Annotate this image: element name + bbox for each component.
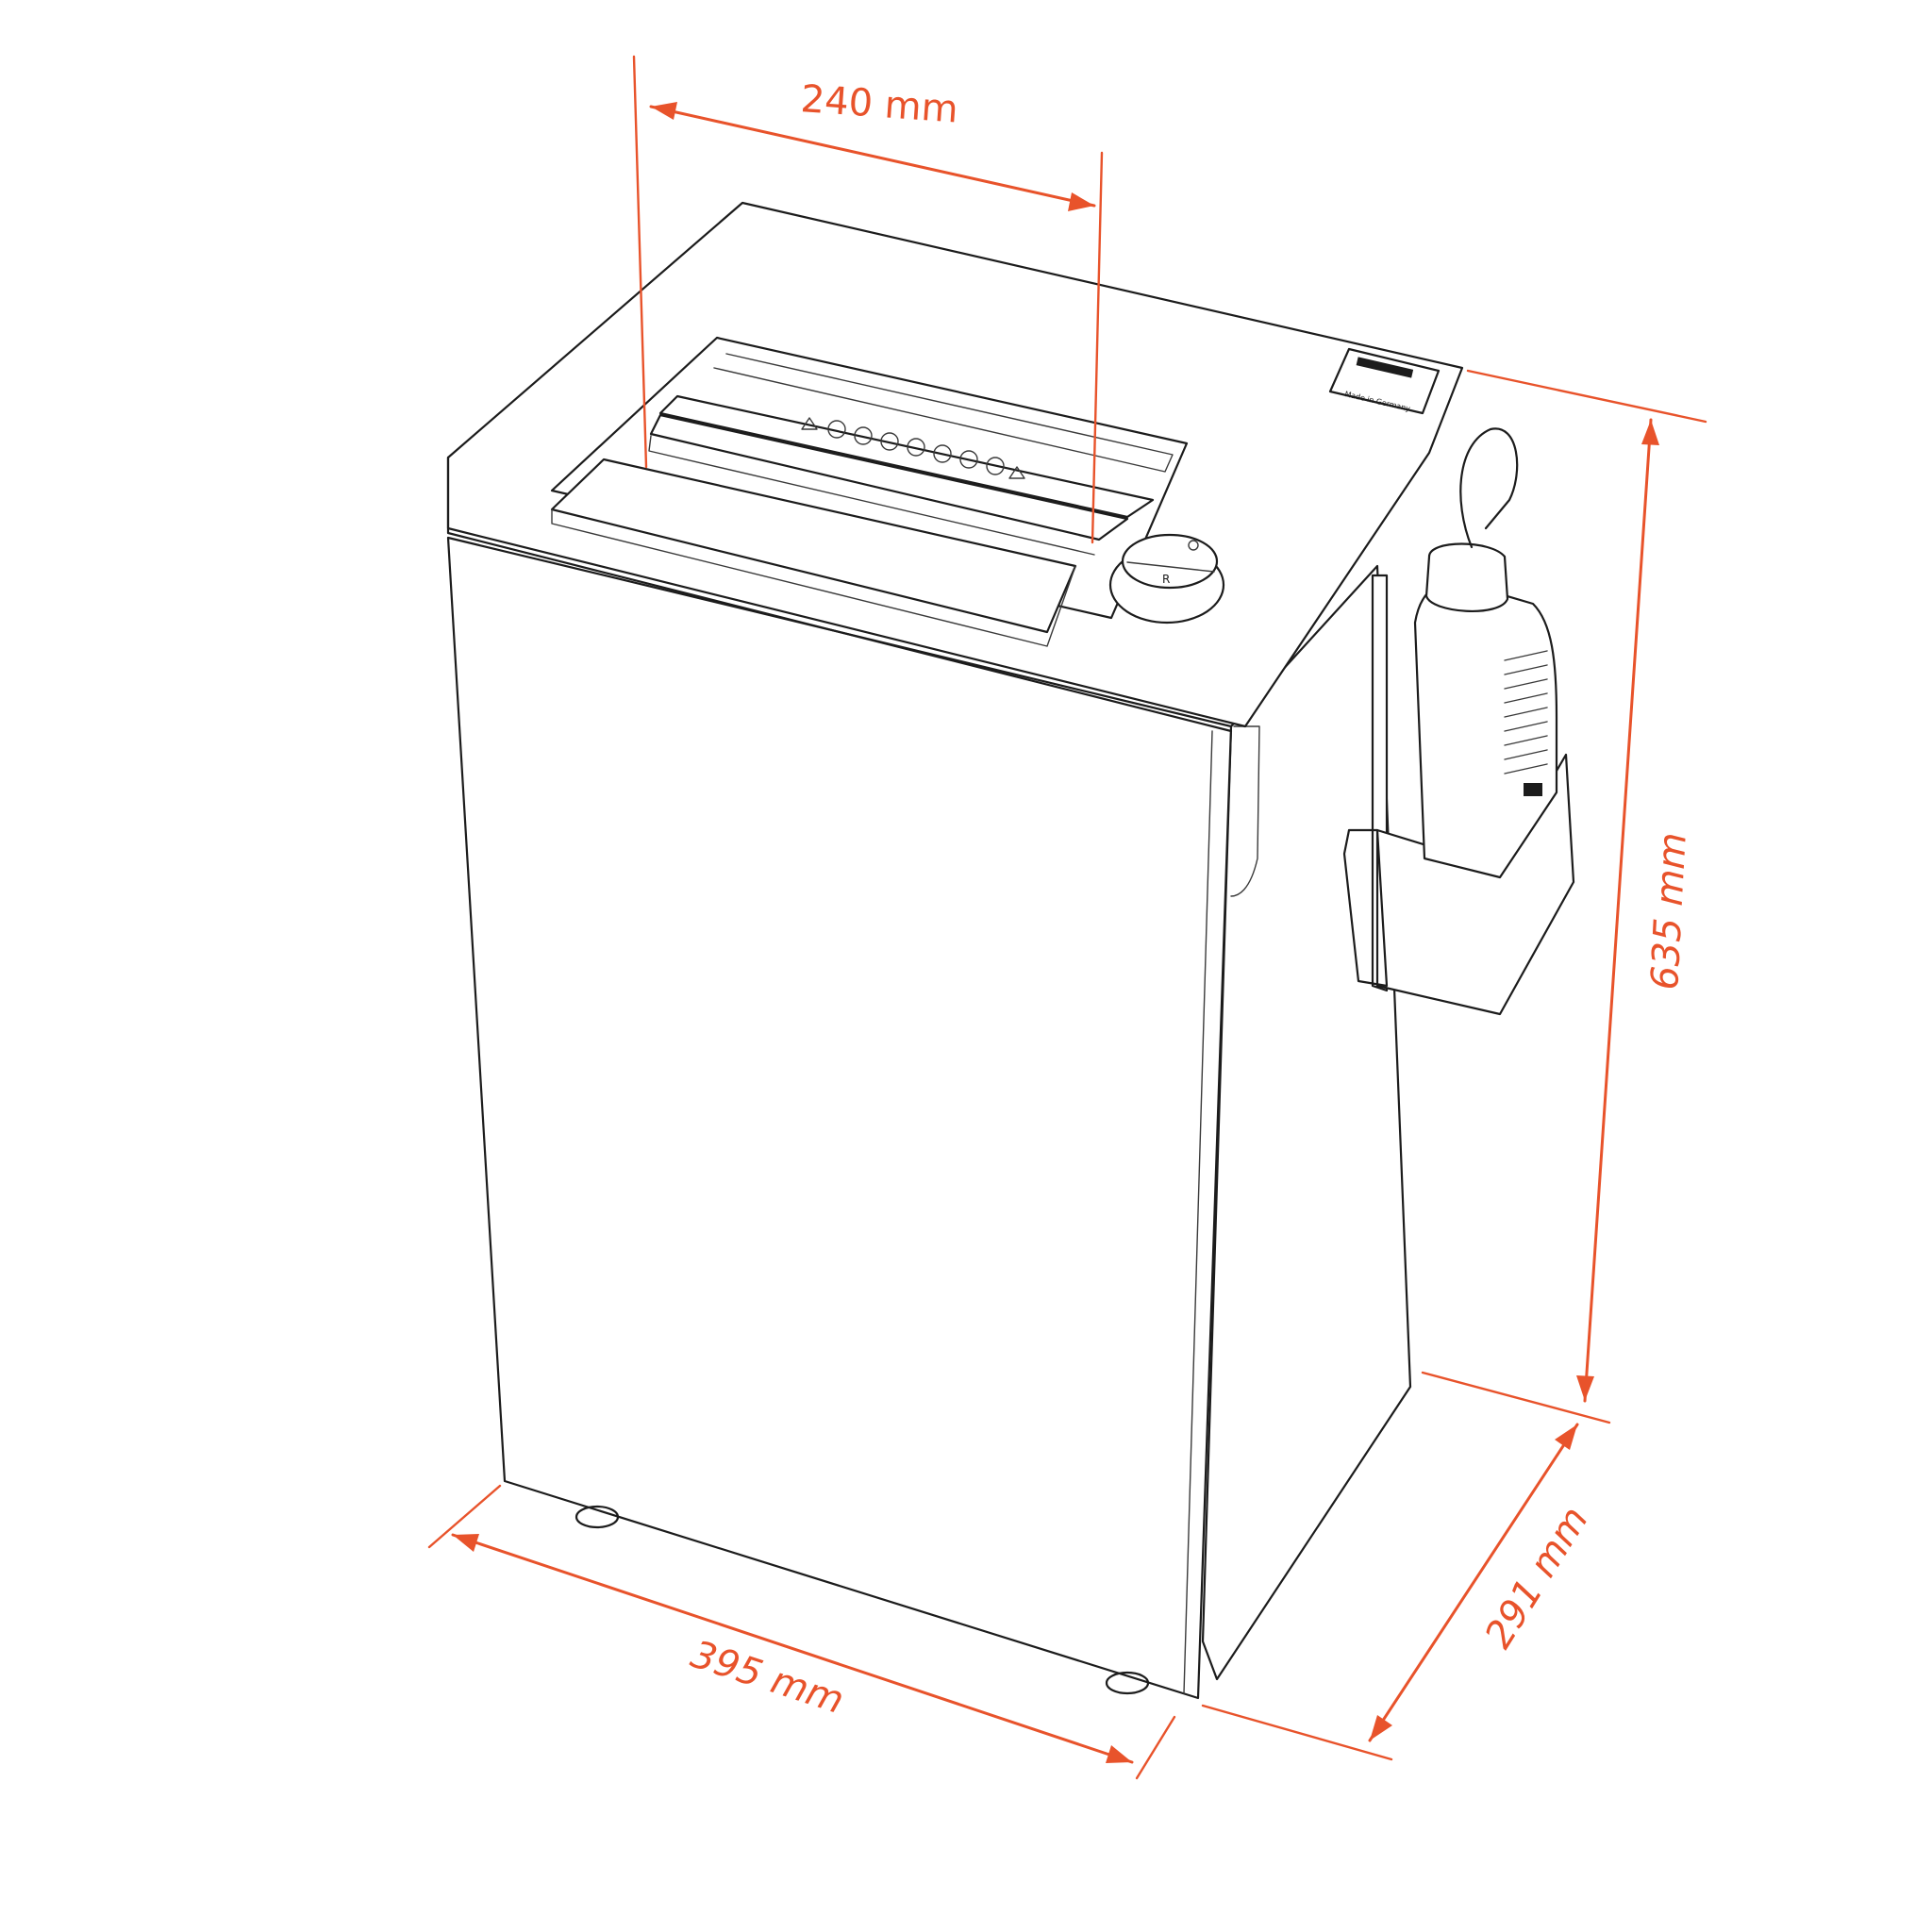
- feed-tray-edge: [551, 508, 1076, 647]
- dim-635-arrow-bottom: [1576, 1375, 1594, 1401]
- power-icon: [1188, 540, 1199, 551]
- dim-395-arrow-left: [453, 1534, 479, 1552]
- cutting-slot-lip: [649, 413, 1129, 541]
- dim-240-ext-left: [632, 55, 648, 469]
- dim-291-arrow-top: [1555, 1424, 1577, 1450]
- side-panel: [1201, 564, 1412, 1681]
- slot-line: [648, 435, 1095, 556]
- dim-291-ext: [1201, 1704, 1393, 1761]
- dim-291-line: [1368, 1423, 1579, 1742]
- no-hand-icon: [854, 426, 873, 445]
- dim-291-arrow-bottom: [1370, 1715, 1392, 1740]
- holder-hook: [1342, 828, 1389, 988]
- warning-triangle-right-icon: [1008, 466, 1025, 479]
- warning-symbols: [801, 417, 1025, 479]
- dim-635-ext-top: [1466, 369, 1707, 424]
- side-handle: [1230, 725, 1260, 897]
- no-hair-icon: [880, 432, 899, 451]
- dim-635-arrow-top: [1641, 420, 1659, 445]
- knob-top[interactable]: [1121, 533, 1219, 590]
- head-front-lip: [446, 456, 1233, 733]
- no-spray-icon: [959, 450, 978, 469]
- dim-240-line: [649, 105, 1096, 208]
- front-panel: [446, 536, 1233, 1700]
- dim-635-label: 635 mm: [1643, 831, 1695, 991]
- dim-635-ext-bottom: [1421, 1371, 1611, 1424]
- oil-holder: [1342, 427, 1575, 1016]
- bottle-nozzle: [1459, 427, 1519, 549]
- cutting-rail: [658, 394, 1155, 519]
- dim-240-arrow-right: [1068, 192, 1094, 211]
- dim-240-ext-right: [1091, 151, 1104, 544]
- feed-tray: [550, 458, 1077, 634]
- bottle-cap: [1424, 542, 1509, 613]
- control-knob[interactable]: R: [1108, 533, 1225, 625]
- dim-395-line: [451, 1533, 1134, 1764]
- shredder-body: [446, 536, 1412, 1700]
- no-child-icon: [933, 444, 952, 463]
- dim-291-label: 291 mm: [1476, 1499, 1597, 1656]
- dim-635-line: [1583, 418, 1653, 1403]
- dim-395-label: 395 mm: [686, 1633, 849, 1723]
- no-tie-icon: [827, 420, 846, 439]
- feed-opening-inner: [713, 353, 1174, 473]
- manual-icon: [986, 457, 1005, 475]
- dim-395-ext-right: [1135, 1715, 1176, 1780]
- label-barcode: [1524, 783, 1542, 796]
- knob-band: [1126, 561, 1215, 573]
- caster-right: [1105, 1671, 1150, 1695]
- no-jewelry-icon: [907, 438, 925, 457]
- reverse-label: R: [1162, 573, 1170, 586]
- caster-left: [575, 1505, 620, 1529]
- front-door-seam: [1183, 730, 1213, 1694]
- dim-240-arrow-left: [651, 102, 677, 120]
- bottle-label: [1504, 650, 1548, 796]
- brand-logo-icon: [1356, 357, 1414, 378]
- dim-240-label: 240 mm: [799, 77, 959, 132]
- shredder-head: Made in Germany R: [446, 201, 1464, 733]
- warning-triangle-left-icon: [801, 417, 818, 430]
- dim-395-ext-left: [427, 1484, 502, 1549]
- dim-395-arrow-right: [1106, 1745, 1132, 1763]
